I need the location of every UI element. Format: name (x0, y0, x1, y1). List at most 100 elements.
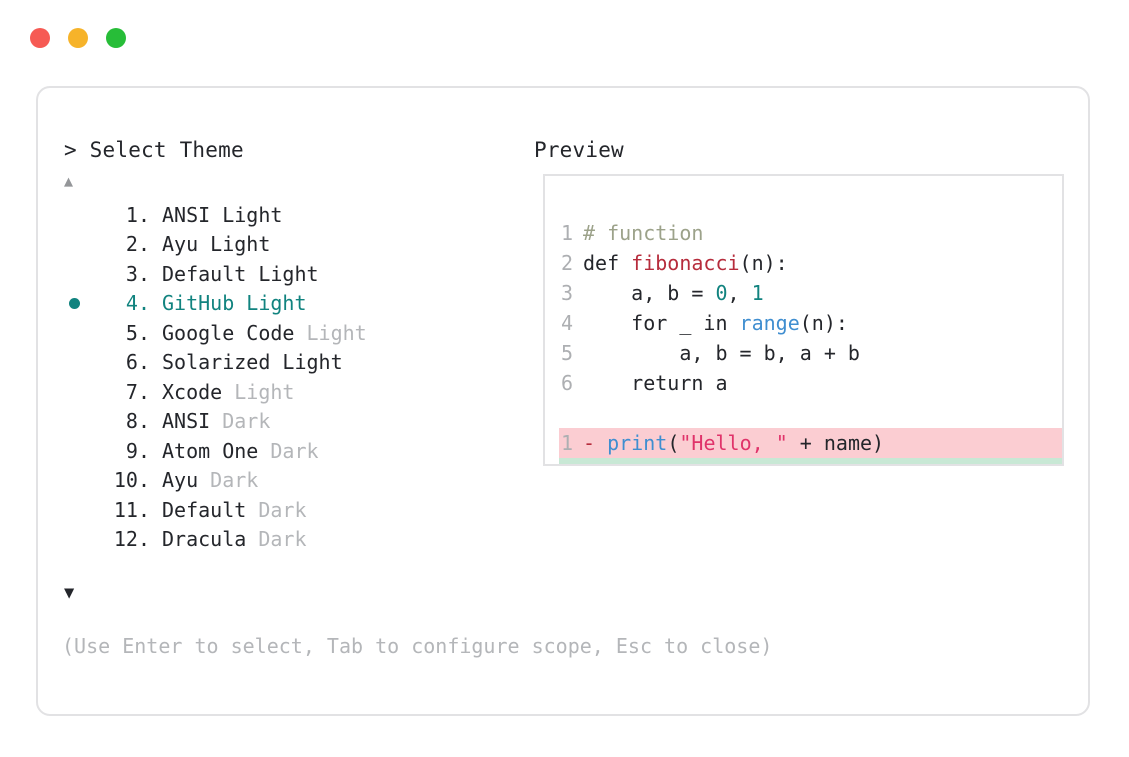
theme-list-item[interactable]: 6. Solarized Light (64, 348, 494, 378)
theme-name: GitHub (162, 291, 235, 316)
theme-name: Dracula (162, 527, 247, 552)
close-dot[interactable] (30, 28, 50, 48)
code-token: (n): (799, 311, 848, 335)
theme-name: ANSI (162, 409, 211, 434)
theme-space (246, 500, 258, 520)
code-token: for _ in (583, 311, 740, 335)
code-token: {name} (788, 461, 860, 464)
code-token: 1 (751, 281, 764, 305)
scroll-up-icon[interactable]: ▲ (64, 172, 74, 190)
theme-name: Ayu (162, 468, 199, 493)
code-token: def (583, 251, 632, 275)
theme-space (246, 529, 258, 549)
keyboard-hint: (Use Enter to select, Tab to configure s… (62, 634, 773, 658)
maximize-dot[interactable] (106, 28, 126, 48)
code-token: a, b = b, a + b (583, 341, 860, 365)
scroll-down-icon[interactable]: ▼ (64, 583, 75, 603)
theme-variant: Light (210, 232, 271, 257)
prompt-heading: > Select Theme (64, 138, 244, 162)
theme-variant: Light (222, 202, 283, 227)
theme-index: 5. (125, 320, 150, 345)
theme-variant: Dark (270, 438, 319, 463)
selection-bullet-icon (69, 297, 80, 309)
theme-space (198, 470, 210, 490)
theme-name: Xcode (162, 379, 223, 404)
theme-space (210, 411, 222, 431)
diff-sign: - (583, 431, 608, 455)
code-token: ) (884, 461, 896, 464)
minimize-dot[interactable] (68, 28, 88, 48)
theme-variant: Light (282, 350, 343, 375)
theme-index: 1. (125, 202, 150, 227)
theme-variant: Dark (210, 468, 259, 493)
theme-index: 7. (125, 379, 150, 404)
theme-space (234, 293, 246, 313)
diff-line-add: 1+ print(f"Hello, {name}!") (559, 458, 1062, 464)
selection-bullet-icon (69, 357, 80, 368)
code-token: + name) (787, 431, 885, 455)
selection-bullet-icon (69, 239, 80, 250)
theme-index: 3. (125, 261, 150, 286)
theme-variant: Light (234, 379, 295, 404)
code-token: return a (583, 371, 728, 395)
line-number: 2 (560, 251, 573, 275)
code-token: a, b = (583, 281, 716, 305)
theme-index: 9. (125, 438, 150, 463)
code-token: (n): (739, 251, 788, 275)
theme-space (198, 234, 210, 254)
selection-bullet-icon (69, 416, 80, 427)
theme-space (210, 205, 222, 225)
selection-bullet-icon (69, 534, 80, 545)
line-number: 1 (559, 458, 573, 464)
theme-list-item[interactable]: 4. GitHub Light (64, 289, 494, 319)
theme-space (258, 441, 270, 461)
line-number: 3 (560, 281, 573, 305)
line-number: 1 (560, 221, 573, 245)
code-token: fibonacci (631, 251, 740, 275)
line-number: 4 (560, 311, 573, 335)
theme-name: Solarized (162, 350, 271, 375)
theme-name: Atom One (162, 438, 259, 463)
theme-list-item[interactable]: 12. Dracula Dark (64, 525, 494, 555)
theme-list-item[interactable]: 2.Ayu Light (64, 230, 494, 260)
diff-line-del: 1- print("Hello, " + name) (559, 428, 1062, 458)
code-line: 2 def fibonacci(n): (559, 248, 1062, 278)
theme-index: 10. (113, 468, 150, 493)
theme-list-item[interactable]: 9. Atom One Dark (64, 436, 494, 466)
theme-list-item[interactable]: 11.Default Dark (64, 495, 494, 525)
code-token: print (607, 431, 668, 455)
theme-index: 4. (125, 291, 150, 316)
theme-name: ANSI (162, 202, 211, 227)
theme-list-item[interactable]: 10. Ayu Dark (64, 466, 494, 496)
theme-variant: Light (258, 261, 319, 286)
theme-list-item[interactable]: 1. ANSI Light (64, 200, 494, 230)
theme-variant: Light (246, 291, 307, 316)
code-line: 3 a, b = 0, 1 (559, 278, 1062, 308)
theme-list-item[interactable]: 3.Default Light (64, 259, 494, 289)
theme-name: Google Code (162, 320, 295, 345)
theme-variant: Dark (258, 527, 307, 552)
theme-list-item[interactable]: 5.Google Code Light (64, 318, 494, 348)
theme-list-item[interactable]: 7. Xcode Light (64, 377, 494, 407)
selection-bullet-icon (69, 475, 80, 486)
theme-variant: Dark (258, 497, 307, 522)
line-number: 5 (560, 341, 573, 365)
code-line: 6 return a (559, 368, 1062, 398)
code-token: , (727, 281, 752, 305)
theme-index: 12. (113, 527, 150, 552)
code-line: 5 a, b = b, a + b (559, 338, 1062, 368)
code-line: 1 # function (559, 218, 1062, 248)
code-token: # function (583, 221, 704, 245)
theme-list-item[interactable]: 8.ANSI Dark (64, 407, 494, 437)
code-token: print (607, 461, 667, 464)
theme-space (222, 382, 234, 402)
code-token: 0 (715, 281, 728, 305)
theme-space (270, 352, 282, 372)
code-line: 4 for _ in range(n): (559, 308, 1062, 338)
theme-index: 11. (113, 497, 150, 522)
theme-index: 6. (125, 350, 150, 375)
code-token: ( (667, 461, 679, 464)
